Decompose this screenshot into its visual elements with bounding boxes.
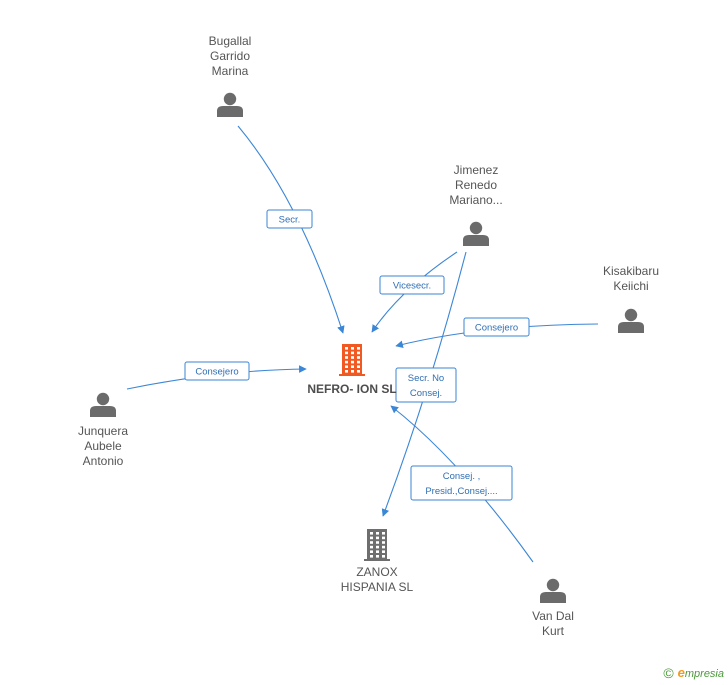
role-label-box[interactable] <box>266 209 313 229</box>
edge-line <box>237 125 345 334</box>
brand-logo-e: e <box>677 665 685 680</box>
role-label-text: Presid.,Consej.... <box>425 486 497 497</box>
role-label-box[interactable] <box>410 465 513 501</box>
edge-kisakibaru-to-nefro: Consejero <box>395 317 599 349</box>
person-name-line: Jimenez <box>454 163 499 177</box>
role-label-box[interactable] <box>379 275 445 295</box>
building-icon <box>364 529 390 561</box>
person-name-line: Bugallal <box>209 34 252 48</box>
nodes-layer: BugallalGarridoMarinaJimenezRenedoMarian… <box>78 34 659 638</box>
person-icon <box>90 392 116 417</box>
person-name-line: Kisakibaru <box>603 264 659 278</box>
person-name-line: Antonio <box>83 454 124 468</box>
person-name-line: Mariano... <box>449 193 502 207</box>
role-label-text: Vicesecr. <box>393 281 431 292</box>
role-label-text: Consej. <box>410 388 442 399</box>
edge-junquera-to-nefro: Consejero <box>126 361 307 390</box>
edge-jimenez-to-zanox: Secr. No Consej. <box>381 251 467 517</box>
person-name-line: Kurt <box>542 624 565 638</box>
edge-vandal-to-nefro: Consej. , Presid.,Consej.... <box>390 405 534 563</box>
role-label-text: Secr. No <box>408 373 444 384</box>
person-name-line: Keiichi <box>613 279 648 293</box>
person-icon <box>618 308 644 333</box>
building-icon <box>339 344 365 376</box>
person-icon <box>540 578 566 603</box>
person-icon <box>217 92 243 117</box>
role-label-box[interactable] <box>463 317 530 337</box>
company-name-line: ZANOX <box>356 565 397 579</box>
copyright-symbol: © <box>663 665 674 681</box>
role-label-text: Secr. <box>279 215 301 226</box>
person-node-jimenez[interactable]: JimenezRenedoMariano... <box>449 163 503 246</box>
person-name-line: Garrido <box>210 49 250 63</box>
edge-bugallal-to-nefro: Secr. <box>237 125 345 334</box>
brand-footer: ©empresia <box>663 665 724 681</box>
role-label-box[interactable] <box>184 361 250 381</box>
person-name-line: Marina <box>212 64 249 78</box>
edge-jimenez-to-nefro: Vicesecr. <box>371 251 458 333</box>
role-label-text: Consejero <box>475 323 518 334</box>
person-name-line: Van Dal <box>532 609 574 623</box>
role-label-text: Consej. , <box>443 471 481 482</box>
role-label-box[interactable] <box>395 367 457 403</box>
person-name-line: Renedo <box>455 178 497 192</box>
role-label-text: Consejero <box>195 367 238 378</box>
person-icon <box>463 221 489 246</box>
person-name-line: Aubele <box>84 439 122 453</box>
company-name-line: HISPANIA SL <box>341 580 414 594</box>
person-name-line: Junquera <box>78 424 128 438</box>
company-name-line: NEFRO- ION SL <box>307 382 396 396</box>
company-node-nefro[interactable]: NEFRO- ION SL <box>307 344 397 396</box>
brand-logo-text: mpresia <box>684 668 724 680</box>
